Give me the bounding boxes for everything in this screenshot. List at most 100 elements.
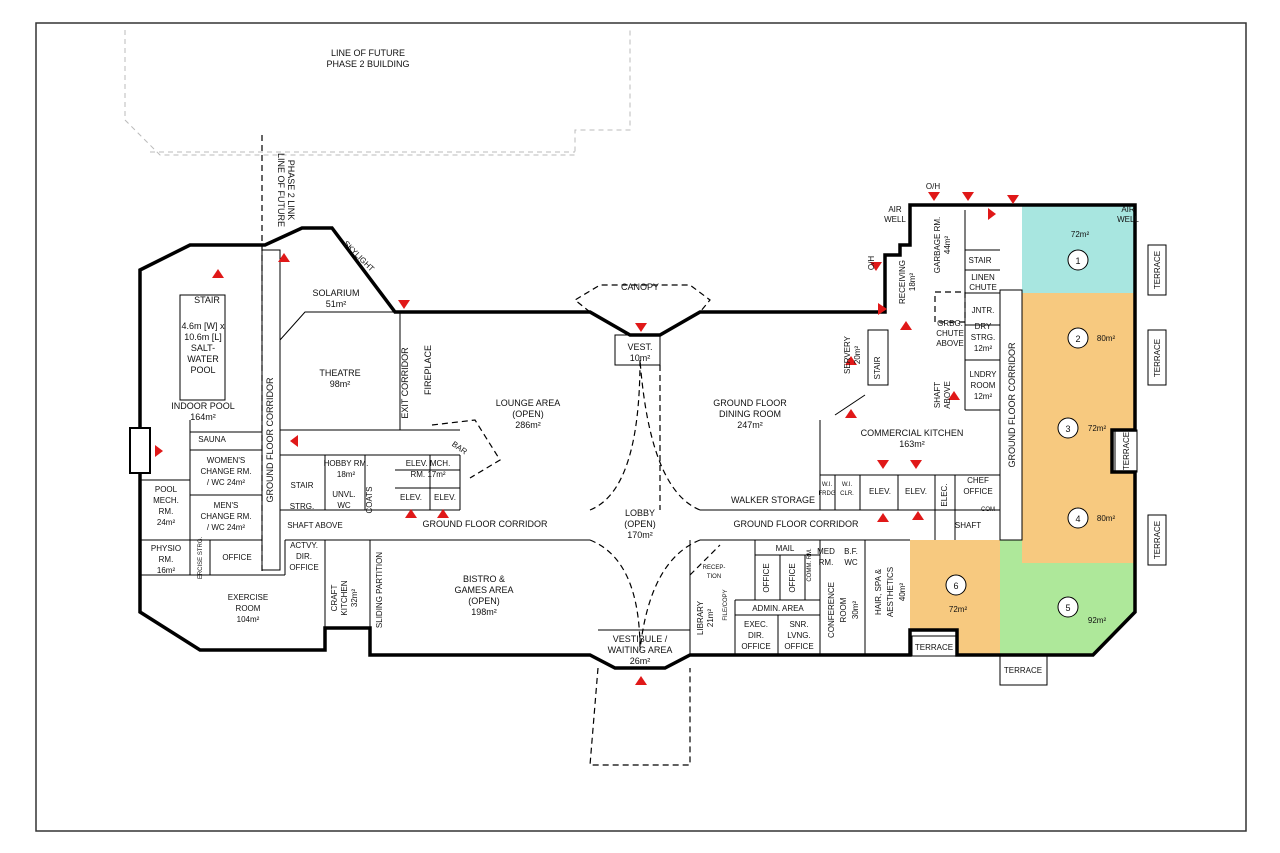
corridor-label-south-east: GROUND FLOOR CORRIDOR (733, 519, 859, 529)
unit-1-area: 72m² (1071, 230, 1090, 239)
bistro-3: (OPEN) (468, 596, 500, 606)
womens-label-3: / WC 24m² (207, 478, 246, 487)
shaft-above-label: SHAFT ABOVE (287, 521, 342, 530)
vest-label: VEST. (627, 342, 652, 352)
canopy-label: CANOPY (621, 282, 659, 292)
pool-salt-3: POOL (190, 365, 215, 375)
exec-1: EXEC. (744, 620, 768, 629)
linen-label-1: LINEN (971, 273, 995, 282)
snr-2: LVNG. (787, 631, 810, 640)
garbage-label: GARBAGE RM. (933, 217, 942, 273)
vestibule-1: VESTIBULE / (613, 634, 668, 644)
elec-label: ELEC. (940, 483, 949, 506)
elev-label-1: ELEV. (400, 493, 422, 502)
elev-label-4: ELEV. (905, 487, 927, 496)
hobby-area: 18m² (337, 470, 356, 479)
air-well-east-1: AIR (1121, 205, 1135, 214)
lobby-label-1: LOBBY (625, 508, 655, 518)
craft-2: KITCHEN (340, 580, 349, 615)
exec-2: DIR. (748, 631, 764, 640)
hobby-stair-label: STAIR (291, 481, 314, 490)
future-building-outline (124, 30, 631, 156)
lounge-label-2: (OPEN) (512, 409, 544, 419)
dry-label-1: DRY (975, 322, 992, 331)
elev-mch-1: ELEV. MCH. (406, 459, 451, 468)
grbg-label-2: CHUTE (936, 329, 964, 338)
unit-5-number: 5 (1065, 603, 1070, 613)
indoor-pool-label: INDOOR POOL (171, 401, 235, 411)
air-well-west-2: WELL (884, 215, 906, 224)
terrace-label-4: TERRACE (1153, 521, 1162, 559)
pool-mech-1: POOL (155, 485, 178, 494)
receiving-area: 18m² (908, 273, 917, 292)
corridor-label-east: GROUND FLOOR CORRIDOR (1007, 342, 1017, 468)
servery-stair-label: STAIR (873, 356, 882, 379)
vestibule-area: 26m² (630, 656, 651, 666)
exec-3: OFFICE (741, 642, 770, 651)
theatre-area: 98m² (330, 379, 351, 389)
lndry-label-1: LNDRY (970, 370, 998, 379)
wi-frdg-2: FRDG (819, 491, 836, 497)
future-building-label-2: PHASE 2 BUILDING (326, 59, 409, 69)
mens-label-2: CHANGE RM. (200, 512, 251, 521)
future-building-label-1: LINE OF FUTURE (331, 48, 405, 58)
mail-label: MAIL (776, 544, 795, 553)
actvy-1: ACTVY. (290, 541, 318, 550)
lobby-label-2: (OPEN) (624, 519, 656, 529)
admin-label: ADMIN. AREA (752, 604, 804, 613)
physio-area: 16m² (157, 566, 176, 575)
lounge-label-1: LOUNGE AREA (496, 398, 561, 408)
grbg-label-1: GRBG. (937, 319, 963, 328)
linen-label-2: CHUTE (969, 283, 997, 292)
spa-1: HAIR, SPA & (874, 568, 883, 615)
terrace-label-5: TERRACE (1004, 666, 1042, 675)
com-label: COM (981, 507, 995, 513)
shaft-above-1: ABOVE (943, 381, 952, 409)
womens-label-1: WOMEN'S (207, 456, 245, 465)
actvy-3: OFFICE (289, 563, 318, 572)
exercise-area: 104m² (237, 615, 260, 624)
sliding-partition-label: SLIDING PARTITION (375, 552, 384, 628)
filecopy-label: FILE/COPY (723, 589, 729, 620)
ercise-strg-label: ERCISE STRG. (198, 536, 204, 579)
oh-label-west: O/H (867, 256, 876, 270)
entrance-arrows (155, 192, 1019, 685)
mens-label-1: MEN'S (214, 501, 239, 510)
comm-kitchen-area: 163m² (899, 439, 925, 449)
sheet-border (35, 22, 1247, 832)
terrace-label-2: TERRACE (1153, 339, 1162, 377)
unit-2-area: 80m² (1097, 334, 1116, 343)
office-label-mail-1: OFFICE (762, 563, 771, 592)
comm-kitchen-label: COMMERCIAL KITCHEN (861, 428, 964, 438)
med-1: MED (817, 547, 835, 556)
wi-frdg-1: W.I. (822, 482, 833, 488)
wi-clr-1: W.I. (842, 482, 853, 488)
service-stair-label: STAIR (969, 256, 992, 265)
vest-area: 10m² (630, 353, 651, 363)
exit-corridor-label: EXIT CORRIDOR (400, 347, 410, 419)
corridor-label-west: GROUND FLOOR CORRIDOR (265, 377, 275, 503)
unit-3-number: 3 (1065, 424, 1070, 434)
unit-4-number: 4 (1075, 514, 1080, 524)
lndry-label-2: ROOM (971, 381, 996, 390)
indoor-pool-area: 164m² (190, 412, 216, 422)
pool-salt-1: SALT- (191, 343, 215, 353)
spa-2: AESTHETICS (886, 567, 895, 617)
receiving-label: RECEIVING (898, 260, 907, 304)
reception-2: TION (707, 574, 721, 580)
solarium-area: 51m² (326, 299, 347, 309)
unit-2-3-fill (1022, 293, 1135, 472)
servery-label: SERVERY (843, 335, 852, 374)
future-link-label-2: PHASE 2 LINK (286, 160, 296, 221)
office-label-west: OFFICE (222, 553, 251, 562)
grbg-label-3: ABOVE (936, 339, 964, 348)
solarium-label: SOLARIUM (312, 288, 359, 298)
pool-mech-area: 24m² (157, 518, 176, 527)
unit-1-fill (1022, 205, 1135, 293)
fireplace-label: FIREPLACE (423, 345, 433, 395)
coats-label: COATS (365, 487, 374, 514)
med-2: RM. (819, 558, 834, 567)
unit-6-number: 6 (953, 581, 958, 591)
lndry-area: 12m² (974, 392, 993, 401)
